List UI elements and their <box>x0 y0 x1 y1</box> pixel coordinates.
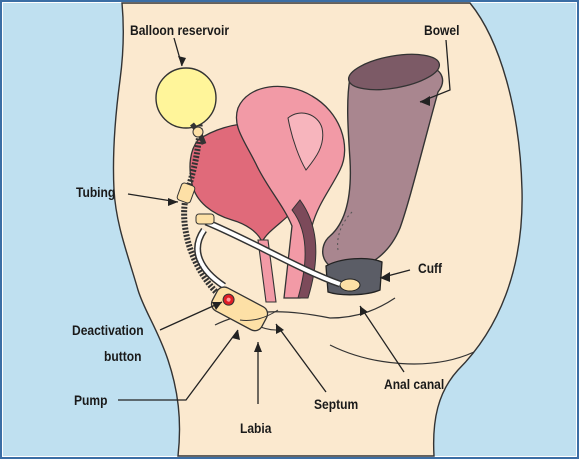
label-cuff: Cuff <box>418 260 442 276</box>
connector-2 <box>196 214 214 224</box>
label-tubing: Tubing <box>76 184 115 200</box>
balloon-reservoir <box>156 68 216 128</box>
label-deactivation-button: button <box>104 348 141 364</box>
label-anal-canal: Anal canal <box>384 376 444 392</box>
label-deactivation: Deactivation <box>72 322 144 338</box>
balloon-valve <box>193 127 203 137</box>
label-bowel: Bowel <box>424 22 459 38</box>
label-balloon-reservoir: Balloon reservoir <box>130 22 229 38</box>
label-pump: Pump <box>74 392 107 408</box>
label-labia: Labia <box>240 420 271 436</box>
cuff-port <box>340 279 360 291</box>
label-septum: Septum <box>314 396 358 412</box>
